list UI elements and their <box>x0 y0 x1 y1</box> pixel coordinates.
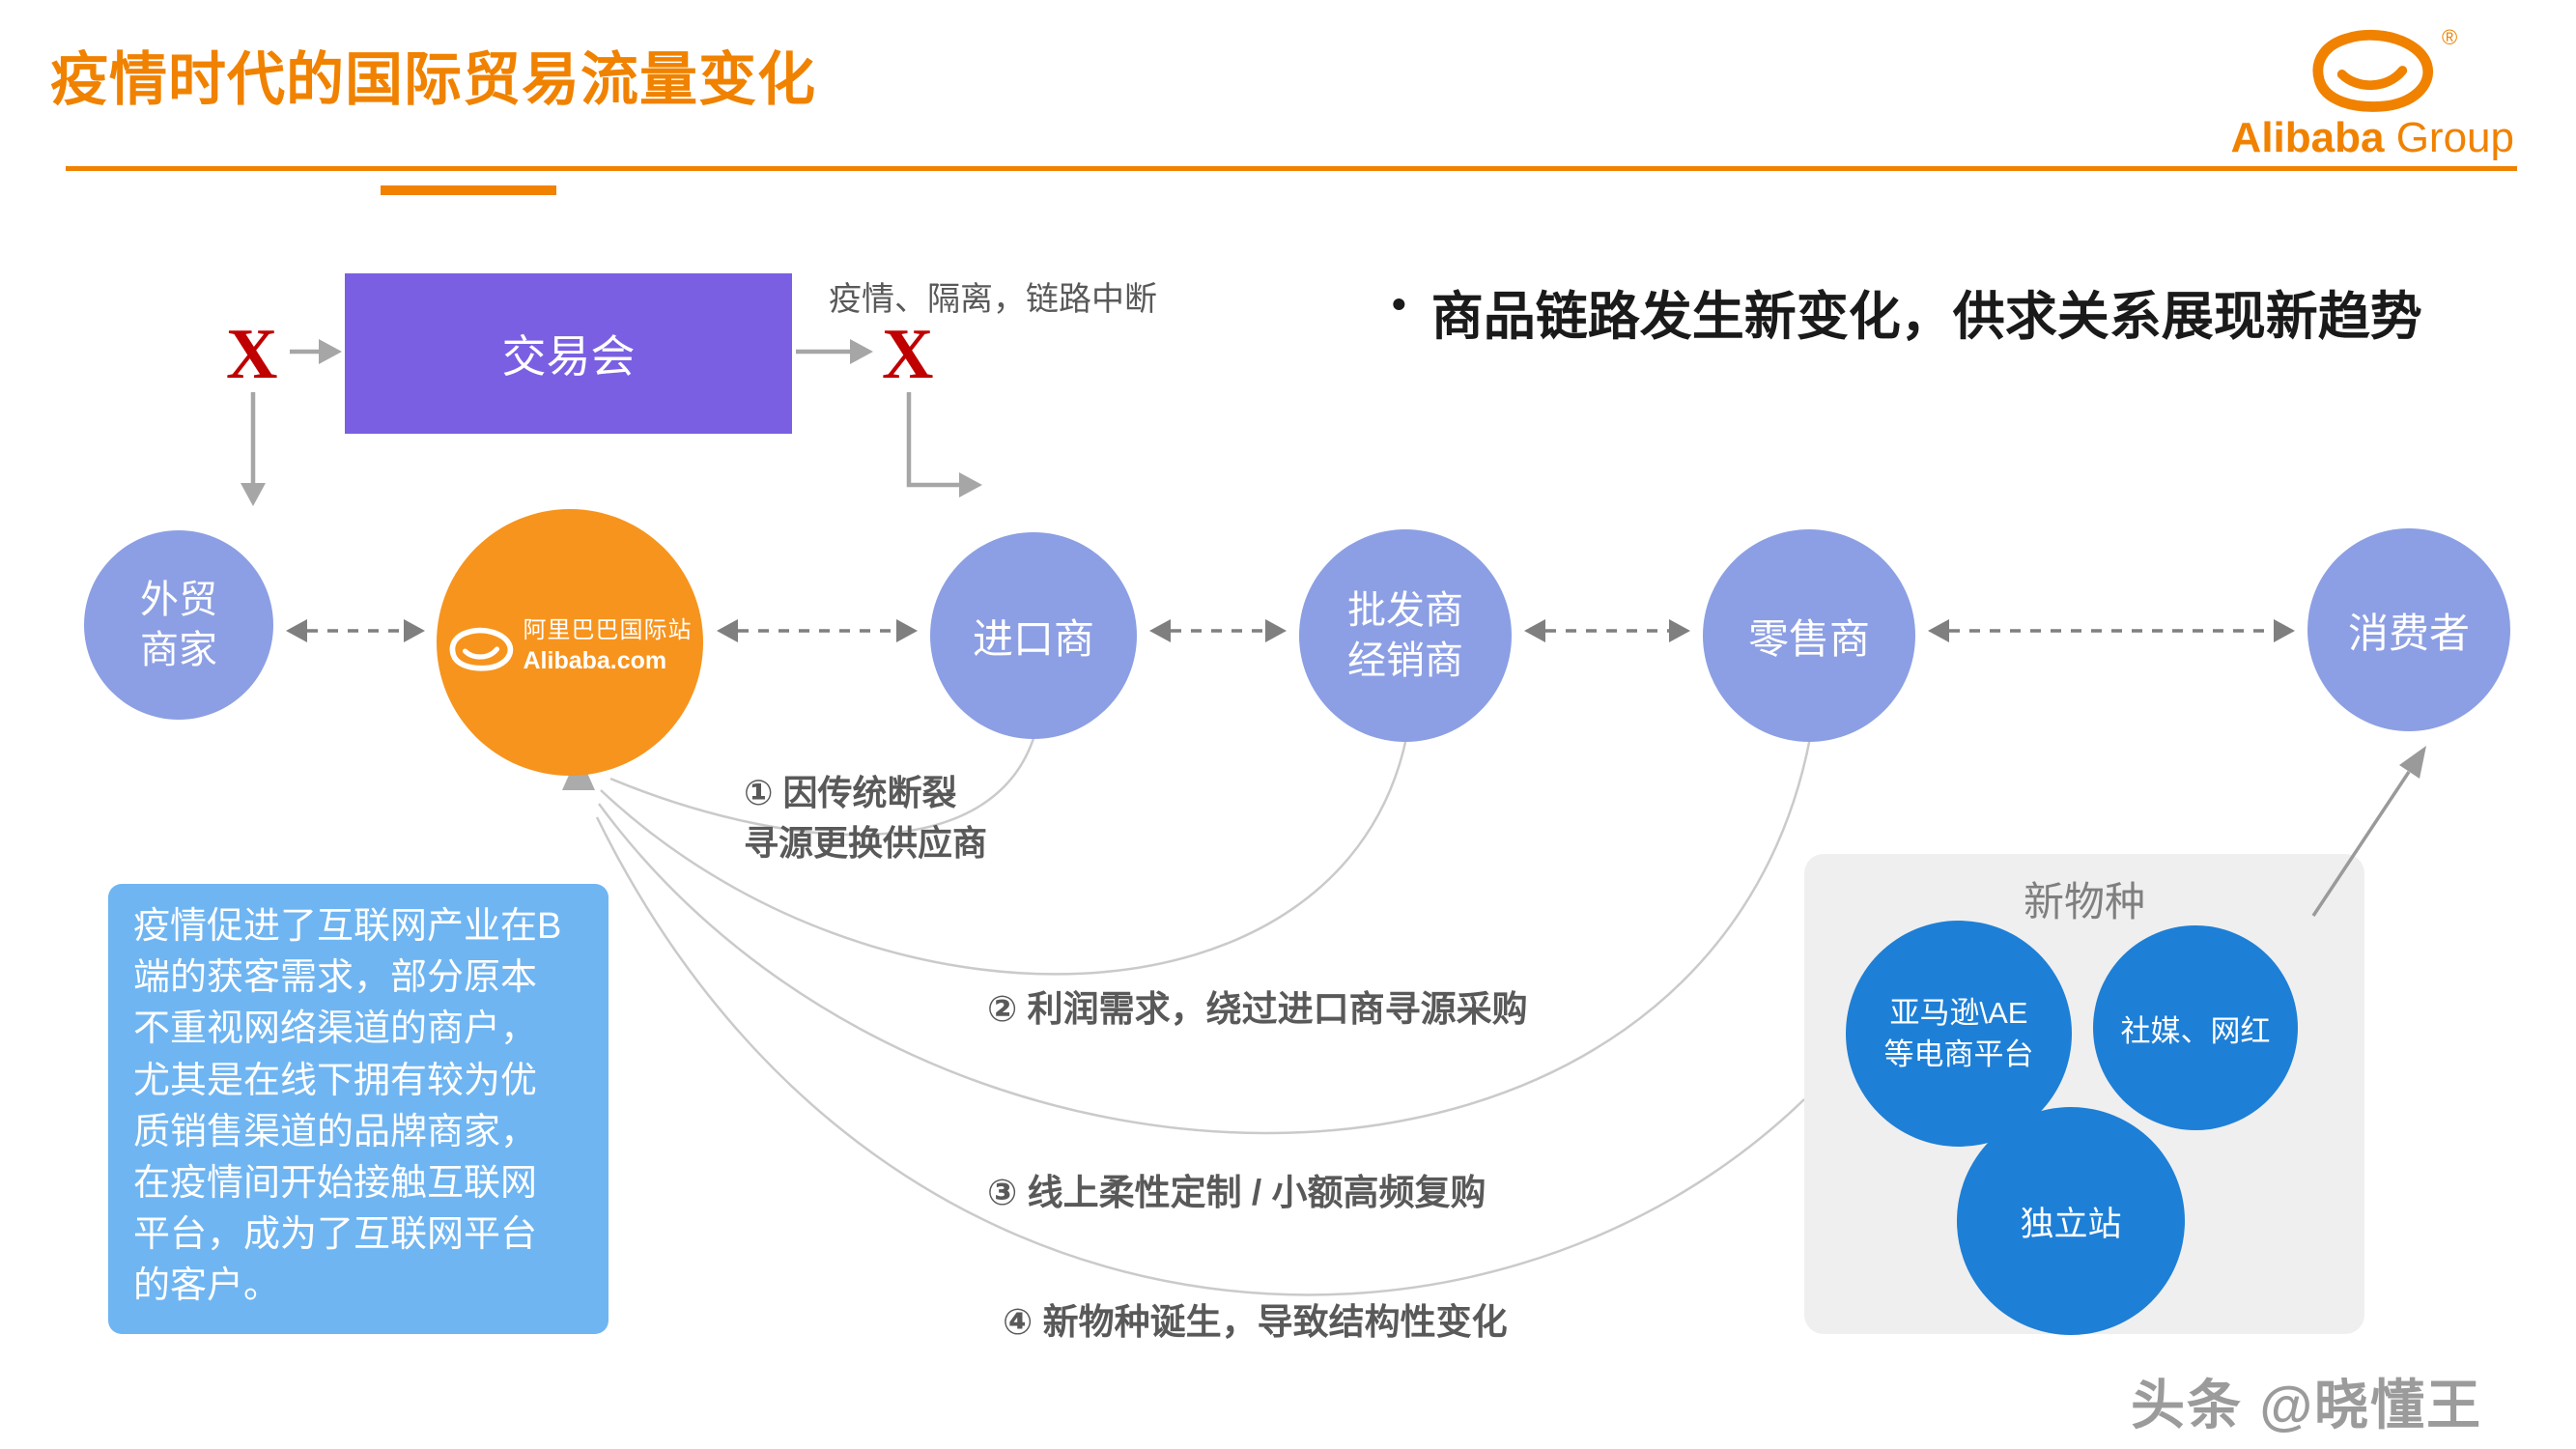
alibaba-site-text: 阿里巴巴国际站 Alibaba.com <box>524 611 693 675</box>
alibaba-smile-icon: ® <box>2308 25 2457 114</box>
disruption-note: 疫情、隔离，链路中断 <box>829 281 1157 318</box>
node-independent-site: 独立站 <box>1957 1107 2185 1335</box>
node-wholesaler: 批发商 经销商 <box>1299 529 1512 742</box>
annotation-3: ③ 线上柔性定制 / 小额高频复购 <box>987 1173 1486 1212</box>
annotation-4: ④ 新物种诞生，导致结构性变化 <box>1003 1302 1508 1342</box>
alibaba-smile-icon-svg <box>2312 29 2434 112</box>
tradefair-box: 交易会 <box>345 273 792 434</box>
x-mark-left: X <box>226 315 278 394</box>
alibaba-site-en: Alibaba.com <box>523 646 667 674</box>
x-mark-right: X <box>882 315 934 394</box>
logo-wordmark: Alibaba Group <box>2231 114 2514 162</box>
title-underline <box>66 166 2517 171</box>
new-species-title: 新物种 <box>2023 879 2145 924</box>
node-consumer: 消费者 <box>2307 528 2510 731</box>
watermark: 头条 @晓懂王 <box>2131 1375 2483 1435</box>
annotation-1: ① 因传统断裂 寻源更换供应商 <box>744 773 988 864</box>
alibaba-site-cn: 阿里巴巴国际站 <box>523 616 693 643</box>
headline-bullet: • <box>1392 281 1406 327</box>
page-title: 疫情时代的国际贸易流量变化 <box>50 47 816 112</box>
headline-text: 商品链路发生新变化，供求关系展现新趋势 <box>1430 288 2422 346</box>
alibaba-node-content: 阿里巴巴国际站 Alibaba.com <box>448 609 693 677</box>
node-social-influencer: 社媒、网红 <box>2093 925 2298 1130</box>
node-foreign-trader: 外贸 商家 <box>84 530 273 720</box>
alibaba-site-smile-icon <box>448 609 514 677</box>
node-ecommerce-platforms: 亚马逊\AE 等电商平台 <box>1846 921 2072 1147</box>
title-underline-accent <box>381 185 556 195</box>
annotation-2: ② 利润需求，绕过进口商寻源采购 <box>987 989 1528 1029</box>
node-alibaba-intl: 阿里巴巴国际站 Alibaba.com <box>437 509 703 776</box>
logo-registered-mark: ® <box>2442 25 2458 49</box>
node-importer: 进口商 <box>930 532 1137 739</box>
alibaba-group-logo: ® Alibaba Group <box>2231 25 2514 162</box>
node-retailer: 零售商 <box>1703 529 1915 742</box>
logo-brand-text: Alibaba <box>2230 114 2385 161</box>
logo-group-text: Group <box>2395 114 2514 161</box>
headline: • 商品链路发生新变化，供求关系展现新趋势 <box>1392 273 2422 350</box>
pandemic-note-box: 疫情促进了互联网产业在B 端的获客需求，部分原本 不重视网络渠道的商户， 尤其是… <box>108 884 609 1334</box>
